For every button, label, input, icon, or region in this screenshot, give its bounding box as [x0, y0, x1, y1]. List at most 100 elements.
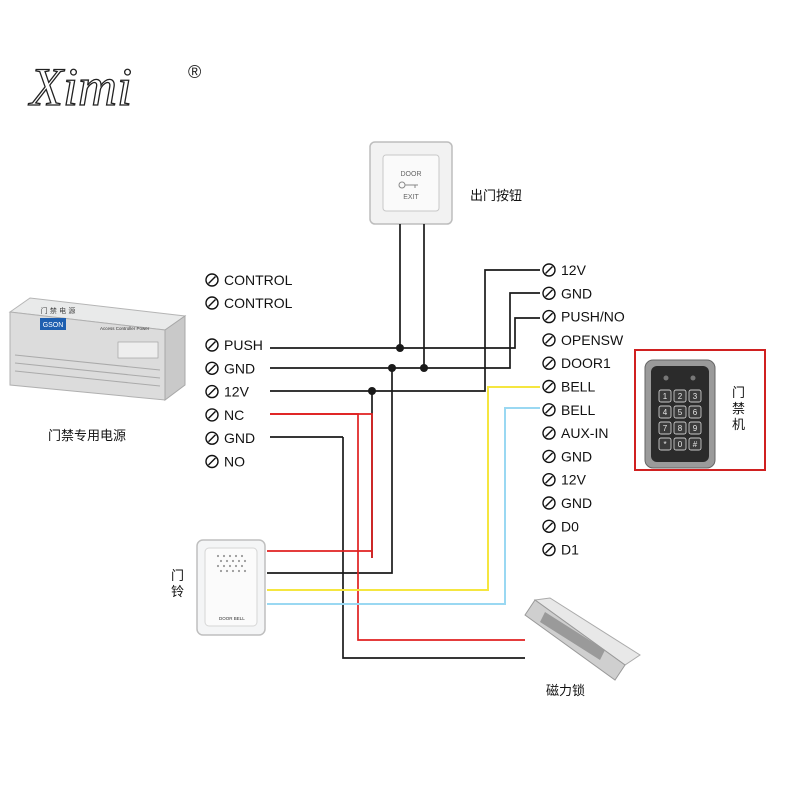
controller-label-3: 机 [732, 418, 745, 433]
controller-terminal-label: OPENSW [561, 332, 624, 348]
speaker-grill [216, 554, 247, 573]
doorbell-face-text: DOOR BELL [219, 616, 245, 621]
svg-text:6: 6 [693, 408, 698, 417]
controller-terminal: OPENSW [542, 332, 624, 348]
power-terminal-label: CONTROL [224, 295, 293, 311]
controller-terminal: PUSH/NO [542, 309, 625, 325]
svg-text:3: 3 [693, 392, 698, 401]
power-terminal: CONTROL [205, 295, 293, 311]
logo-text: Ximi [28, 57, 132, 117]
controller-terminal: GND [542, 448, 592, 464]
power-supply-label: 门禁专用电源 [48, 429, 126, 444]
svg-text:*: * [663, 440, 666, 449]
power-terminal-label: NO [224, 454, 245, 470]
controller-terminal: AUX-IN [542, 425, 608, 441]
wire-gnd [270, 292, 540, 369]
power-terminal-label: 12V [224, 384, 250, 400]
power-terminal-label: NC [224, 407, 244, 423]
power-terminal-label: GND [224, 360, 255, 376]
svg-text:5: 5 [678, 408, 683, 417]
svg-text:0: 0 [678, 440, 683, 449]
controller-terminal: D1 [542, 542, 579, 558]
ximi-logo: Ximi ® [27, 56, 201, 117]
exit-button-label: 出门按钮 [470, 189, 522, 204]
doorbell-label-1: 门 [171, 569, 184, 584]
power-terminal-label: CONTROL [224, 272, 293, 288]
controller-terminal: BELL [542, 379, 595, 395]
doorbell-label-2: 铃 [171, 585, 184, 600]
exit-button-face-top: DOOR [401, 171, 422, 178]
controller-terminal-label: GND [561, 285, 592, 301]
controller-terminal: DOOR1 [542, 355, 611, 371]
keypad-key: # [688, 437, 702, 451]
maglock-device [524, 597, 641, 681]
keypad: 1 2 3 4 5 6 7 8 9 * 0 # [658, 389, 702, 451]
svg-text:2: 2 [678, 392, 683, 401]
controller-terminal: D0 [542, 518, 579, 534]
svg-text:9: 9 [693, 424, 698, 433]
power-terminal: NC [205, 407, 244, 423]
wire-push [270, 317, 540, 349]
doorbell-device: DOOR BELL [196, 539, 266, 636]
controller-terminal-label: GND [561, 448, 592, 464]
keypad-key: 5 [673, 405, 687, 419]
power-terminals: CONTROL CONTROL PUSH GND 12V NC GND NO [205, 272, 293, 470]
svg-text:8: 8 [678, 424, 683, 433]
power-terminal-label: PUSH [224, 337, 263, 353]
controller-terminal-label: PUSH/NO [561, 309, 625, 325]
wires [267, 224, 540, 659]
controller-terminal: GND [542, 495, 592, 511]
keypad-key: 7 [658, 421, 672, 435]
controller-terminal: BELL [542, 402, 595, 418]
svg-text:7: 7 [663, 424, 668, 433]
power-terminal: PUSH [205, 337, 263, 353]
power-terminal-label: GND [224, 430, 255, 446]
wire-nc-doorbell [267, 413, 373, 552]
controller-device: 1 2 3 4 5 6 7 8 9 * 0 # 门 禁 机 [634, 349, 766, 471]
maglock-label: 磁力锁 [546, 683, 585, 699]
controller-label-1: 门 [732, 386, 745, 401]
svg-text:#: # [693, 440, 698, 449]
keypad-key: 0 [673, 437, 687, 451]
exit-button-device: DOOR EXIT [369, 141, 453, 225]
power-supply-device: GSON 门 禁 电 源 Access Controller Power [8, 297, 187, 401]
keypad-key: 9 [688, 421, 702, 435]
controller-terminal-label: BELL [561, 379, 595, 395]
wire-bell-blue [267, 407, 540, 605]
key-icon [398, 181, 418, 189]
wire-bell-yellow [267, 386, 540, 591]
svg-text:1: 1 [663, 392, 668, 401]
wire-gnd-doorbell [267, 368, 393, 574]
svg-text:4: 4 [663, 408, 668, 417]
power-face-title: 门 禁 电 源 [41, 306, 76, 315]
power-terminal: CONTROL [205, 272, 293, 288]
controller-terminal-label: AUX-IN [561, 425, 608, 441]
controller-terminal: GND [542, 285, 592, 301]
wire-nc-maglock [270, 413, 525, 641]
controller-terminal: 12V [542, 472, 587, 488]
power-brand: GSON [43, 322, 64, 329]
exit-button-face-bottom: EXIT [403, 194, 419, 201]
keypad-key: 6 [688, 405, 702, 419]
keypad-key: 2 [673, 389, 687, 403]
controller-terminal-label: D0 [561, 518, 579, 534]
wire-12v [270, 269, 540, 392]
registered-mark: ® [188, 62, 201, 82]
wire-gnd-maglock [342, 437, 525, 659]
power-face-subtitle: Access Controller Power [100, 326, 150, 331]
controller-terminal-label: DOOR1 [561, 355, 611, 371]
controller-terminal-label: D1 [561, 542, 579, 558]
controller-terminal-label: 12V [561, 472, 587, 488]
controller-terminal-label: 12V [561, 262, 587, 278]
controller-terminal-label: GND [561, 495, 592, 511]
keypad-key: 3 [688, 389, 702, 403]
power-terminal: NO [205, 454, 245, 470]
keypad-key: 1 [658, 389, 672, 403]
power-terminal: GND [205, 430, 255, 446]
keypad-key: * [658, 437, 672, 451]
controller-terminal-label: BELL [561, 402, 595, 418]
controller-label-2: 禁 [732, 402, 745, 417]
keypad-key: 4 [658, 405, 672, 419]
